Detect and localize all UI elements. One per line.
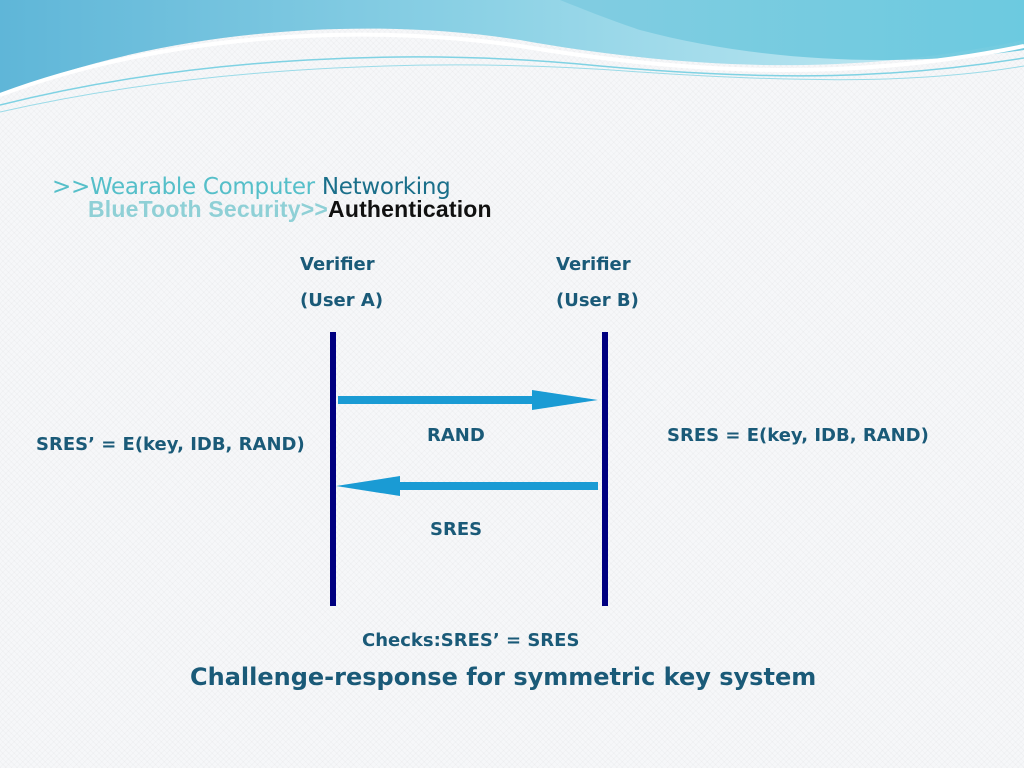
breadcrumb-light-1: >>Wearable Computer [52,174,322,200]
party-b-name: (User B) [556,290,639,311]
formula-user-b: SRES = E(key, IDB, RAND) [667,425,929,446]
formula-user-a: SRES’ = E(key, IDB, RAND) [36,434,305,455]
arrow-sres-left [336,476,598,496]
breadcrumb-dark-2: Authentication [328,196,492,222]
breadcrumb-dark-1: Networking [321,174,451,200]
party-a-role: Verifier [300,254,375,275]
party-a-name: (User A) [300,290,384,311]
message-sres-label: SRES [430,519,483,540]
diagram-caption: Challenge-response for symmetric key sys… [190,663,817,691]
party-b-role: Verifier [556,254,631,275]
message-rand-label: RAND [427,425,485,446]
breadcrumb-line-2: BlueTooth Security>>Authentication [88,196,492,223]
arrow-rand-right [338,390,598,410]
header-wave-decoration [0,0,1024,113]
breadcrumb-line-1: >>Wearable Computer Networking [52,174,451,200]
check-statement: Checks:SRES’ = SRES [362,630,580,651]
breadcrumb-light-2: BlueTooth Security>> [88,196,329,222]
